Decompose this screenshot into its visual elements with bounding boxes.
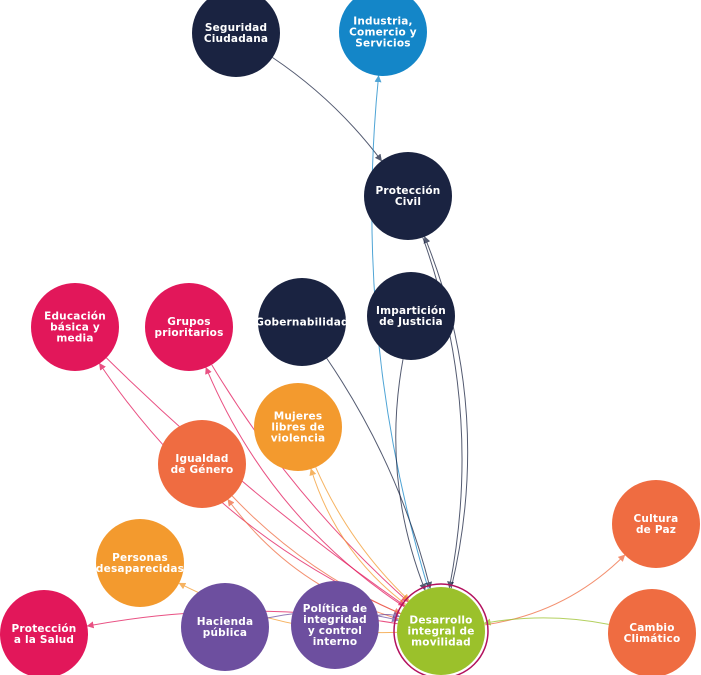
edge-igualdad-to-desarrollo <box>231 495 402 615</box>
node-circle <box>31 283 119 371</box>
node-label-line: prioritarios <box>154 327 223 339</box>
node-ring <box>393 583 489 675</box>
edge-politica-to-desarrollo <box>377 611 401 618</box>
node-label-line: Igualdad <box>175 453 228 465</box>
node-label-line: de Género <box>171 464 234 476</box>
node-gobernabilidad[interactable]: Gobernabilidad <box>255 278 349 366</box>
node-circle <box>0 590 88 675</box>
node-label-line: a la Salud <box>14 634 74 646</box>
node-label-line: de Paz <box>636 524 676 536</box>
node-label-line: Personas <box>112 552 168 564</box>
node-label-line: integridad <box>303 614 367 626</box>
node-circle <box>158 420 246 508</box>
node-label-line: básica y <box>50 322 100 334</box>
node-circle <box>181 583 269 671</box>
node-label-line: Desarrollo <box>409 615 472 627</box>
node-label-line: Grupos <box>167 316 210 328</box>
node-label-line: Industria, <box>353 16 413 28</box>
node-label-line: media <box>56 333 93 345</box>
node-label-line: Protección <box>376 185 441 197</box>
node-label-line: Educación <box>44 311 106 323</box>
node-label-line: Seguridad <box>205 22 267 34</box>
edge-desarrollo-to-cultura <box>484 554 626 626</box>
node-label-line: de Justicia <box>379 316 443 328</box>
node-label-line: movilidad <box>411 637 471 649</box>
edge-grupos-to-desarrollo <box>211 364 409 603</box>
node-circle <box>145 283 233 371</box>
node-label-line: Cultura <box>634 513 679 525</box>
node-label-line: interno <box>313 636 357 648</box>
edge-mujeres-to-desarrollo <box>315 467 410 602</box>
node-circle <box>397 587 485 675</box>
node-label-line: Climático <box>624 633 681 645</box>
node-circle <box>258 278 346 366</box>
node-label-line: pública <box>203 627 247 639</box>
node-label-line: Cambio <box>629 622 674 634</box>
node-circle <box>608 589 696 675</box>
node-label-line: y control <box>308 625 362 637</box>
node-label-line: Ciudadana <box>204 33 268 45</box>
node-circle <box>192 0 280 77</box>
node-label-line: violencia <box>271 433 326 445</box>
node-label-line: Hacienda <box>197 616 254 628</box>
node-circle <box>612 480 700 568</box>
node-label-line: Civil <box>395 196 421 208</box>
node-label-line: Política de <box>303 603 368 615</box>
node-label-line: desaparecidas <box>96 563 184 575</box>
edge-desarrollo-to-grupos <box>205 366 405 608</box>
node-circle <box>364 152 452 240</box>
edge-gobernabilidad-to-desarrollo <box>326 358 433 589</box>
node-label-line: Gobernabilidad <box>255 317 348 329</box>
node-circle <box>96 519 184 607</box>
edge-desarrollo-to-proteccion-civil <box>423 236 469 589</box>
node-label-line: Impartición <box>376 305 446 317</box>
node-circle <box>291 581 379 669</box>
node-label-line: Mujeres <box>274 411 323 423</box>
node-label-line: libres de <box>271 422 324 434</box>
edge-cambio-to-desarrollo <box>483 617 609 626</box>
edge-seguridad-to-proteccion-civil <box>272 57 382 162</box>
node-circle <box>367 272 455 360</box>
edge-educacion-to-desarrollo <box>106 357 406 607</box>
edge-desarrollo-to-mujeres <box>309 468 407 605</box>
node-circle <box>254 383 342 471</box>
node-label-line: integral de <box>407 626 474 638</box>
edge-imparticion-to-desarrollo <box>395 359 426 591</box>
node-label-line: Servicios <box>355 38 410 50</box>
node-label-line: Comercio y <box>349 27 417 39</box>
node-label-line: Protección <box>12 623 77 635</box>
node-circle <box>339 0 427 76</box>
